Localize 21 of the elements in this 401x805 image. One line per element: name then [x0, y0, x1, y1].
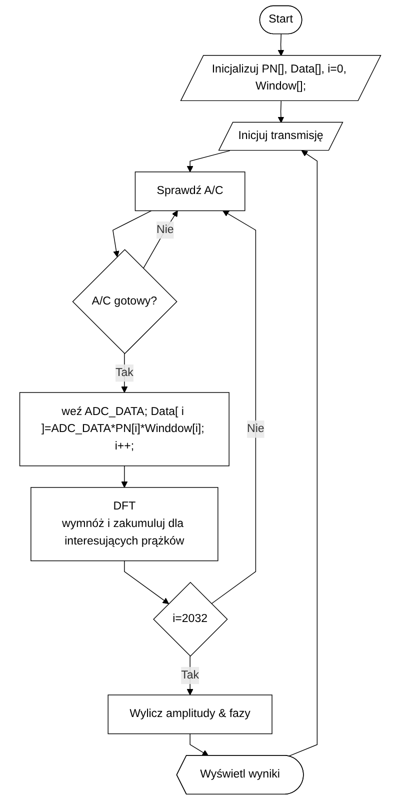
node-box: Sprawdź A/C [135, 172, 246, 212]
arrow [112, 210, 152, 258]
arrow [143, 210, 178, 269]
arrow [122, 353, 128, 393]
arrow [187, 150, 230, 172]
node-diamond: i=2032 [153, 582, 228, 657]
arrow [278, 34, 284, 56]
edge-label: Nie [247, 422, 265, 435]
edge-label: Tak [181, 669, 200, 682]
arrow [190, 733, 209, 756]
node-box: weź ADC_DATA; Data[ i ]=ADC_DATA*PN[i]*Winddow[i]; i++; [20, 392, 230, 466]
node-box: DFT wymnóż i zakumuluj dla interesujących prążków [30, 487, 219, 562]
node-box: Wylicz amplitudy & fazy [108, 694, 273, 734]
arrow [124, 560, 170, 604]
arrow [278, 100, 284, 123]
arrow [288, 150, 318, 757]
node-diamond: A/C gotowy? [72, 249, 178, 354]
arrow [211, 210, 256, 604]
edge-label: Tak [116, 366, 134, 379]
arrow [122, 466, 128, 488]
edge-label: Nie [156, 224, 174, 236]
